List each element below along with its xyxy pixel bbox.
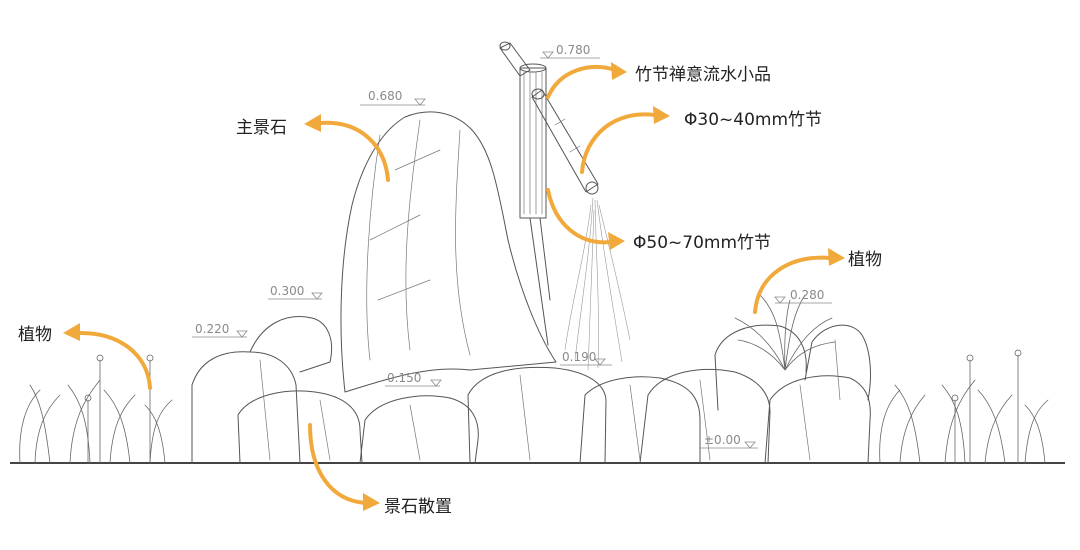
grass-right xyxy=(879,349,1049,464)
scattered-rocks xyxy=(191,316,871,464)
main-rock xyxy=(340,111,557,393)
label-bamboo-small: Φ30~40mm竹节 xyxy=(684,110,822,130)
elevation-0000: ±0.00 xyxy=(700,433,758,449)
elevation-0300: 0.300 xyxy=(268,284,323,300)
elevation-0780: 0.780 xyxy=(540,43,600,59)
elevation-0150: 0.150 xyxy=(385,371,442,387)
elevation-0190: 0.190 xyxy=(560,350,612,366)
water-stream xyxy=(564,197,631,371)
arrow-bamboo-feature xyxy=(546,62,627,99)
elevation-0220: 0.220 xyxy=(192,322,248,338)
elevation-0680: 0.680 xyxy=(360,89,426,106)
arrow-plant-right xyxy=(753,248,845,314)
svg-text:0.780: 0.780 xyxy=(556,43,590,57)
bamboo-top-pipe xyxy=(499,42,531,77)
svg-text:0.680: 0.680 xyxy=(368,89,402,103)
label-plant-left: 植物 xyxy=(18,325,52,345)
grass-left xyxy=(19,354,173,464)
svg-text:0.300: 0.300 xyxy=(270,284,304,298)
bamboo-feature xyxy=(499,41,599,346)
label-scattered-rocks: 景石散置 xyxy=(384,497,452,517)
elevation-0280: 0.280 xyxy=(774,288,832,304)
arrow-bamboo-small xyxy=(580,106,670,174)
svg-text:±0.00: ±0.00 xyxy=(704,433,741,447)
label-plant-right: 植物 xyxy=(848,250,882,270)
plant-right xyxy=(734,294,836,371)
svg-text:0.220: 0.220 xyxy=(195,322,229,336)
arrow-plant-left xyxy=(63,323,152,390)
svg-text:0.150: 0.150 xyxy=(387,371,421,385)
arrow-scattered-rocks xyxy=(308,423,380,511)
label-main-rock: 主景石 xyxy=(236,118,287,138)
bamboo-large-post xyxy=(519,67,547,219)
label-bamboo-feature: 竹节禅意流水小品 xyxy=(635,65,771,85)
svg-text:0.190: 0.190 xyxy=(562,350,596,364)
arrow-main-rock xyxy=(304,114,390,182)
arrow-bamboo-large xyxy=(546,188,625,250)
bamboo-small-spout xyxy=(531,89,599,193)
svg-text:0.280: 0.280 xyxy=(790,288,824,302)
label-bamboo-large: Φ50~70mm竹节 xyxy=(633,233,771,253)
